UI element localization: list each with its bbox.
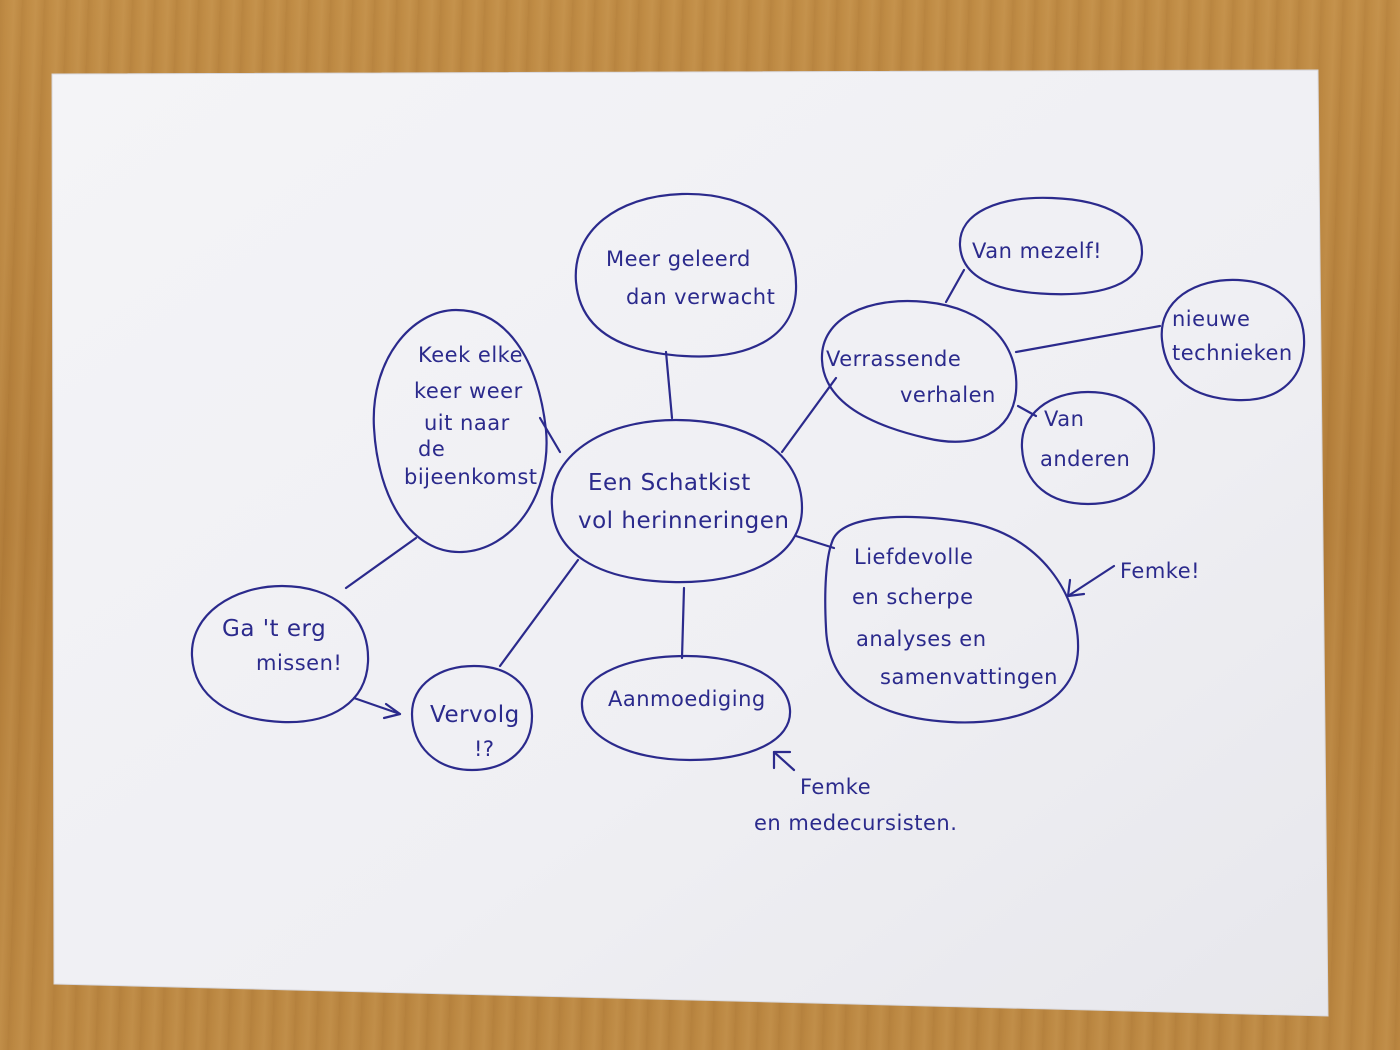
bubble-gaterg xyxy=(190,584,370,724)
bubble-center xyxy=(550,418,804,584)
paper-background xyxy=(51,69,1329,1017)
femke-bottom-line2: en medecursisten. xyxy=(754,811,957,835)
bubble-vervolg xyxy=(410,664,534,772)
connector-center-liefdevolle xyxy=(794,534,836,550)
keek-elke-line4: de xyxy=(418,437,445,461)
aanmoediging-line1: Aanmoediging xyxy=(608,687,766,711)
arrow-femke-bottom xyxy=(772,750,796,772)
bubble-nieuwe xyxy=(1160,278,1306,402)
meer-geleerd-line2: dan verwacht xyxy=(626,285,775,309)
bubble-liefdevolle xyxy=(824,515,1080,724)
bubble-verrassende xyxy=(820,300,1018,443)
meer-geleerd-line1: Meer geleerd xyxy=(606,247,751,271)
arrow-gaterg-vervolg xyxy=(352,696,402,716)
verrassende-line2: verhalen xyxy=(900,383,996,407)
bubbles xyxy=(190,192,1306,772)
keek-elke-line3: uit naar xyxy=(424,411,510,435)
van-mezelf-line1: Van mezelf! xyxy=(972,239,1102,263)
bubble-aanmoediging xyxy=(580,654,792,762)
connector-center-keek xyxy=(538,416,562,454)
nieuwe-line1: nieuwe xyxy=(1172,307,1250,331)
arrow-femke-bottom-head xyxy=(772,750,792,770)
connector-verrassende-nieuwe xyxy=(1014,324,1162,354)
keek-elke-line2: keer weer xyxy=(414,379,523,403)
verrassende-line1: Verrassende xyxy=(826,347,961,371)
gaterg-line1: Ga 't erg xyxy=(222,616,326,642)
bubble-van-anderen xyxy=(1020,390,1156,506)
connector-keek-gaterg xyxy=(344,536,418,590)
gaterg-line2: missen! xyxy=(256,651,342,675)
bubble-meer-geleerd xyxy=(574,192,798,358)
van-anderen-line2: anderen xyxy=(1040,447,1130,471)
connector-center-aanmoediging xyxy=(680,586,686,660)
femke-bottom-line1: Femke xyxy=(800,775,871,799)
center-text-line1: Een Schatkist xyxy=(588,470,751,496)
van-anderen-line1: Van xyxy=(1044,407,1084,431)
liefdevolle-line4: samenvattingen xyxy=(880,665,1058,689)
connector-center-vervolg xyxy=(498,558,580,668)
arrow-gaterg-vervolg-head xyxy=(382,702,402,720)
keek-elke-line5: bijeenkomst xyxy=(404,465,538,489)
vervolg-line1: Vervolg xyxy=(430,702,520,728)
femke-right-annotation: Femke! xyxy=(1120,559,1200,583)
bubble-keek-elke xyxy=(372,308,548,554)
vervolg-line2: !? xyxy=(474,737,495,761)
nieuwe-line2: technieken xyxy=(1172,341,1293,365)
handwritten-text: Een Schatkist vol herinneringen Meer gel… xyxy=(222,239,1293,835)
liefdevolle-line3: analyses en xyxy=(856,627,987,651)
liefdevolle-line1: Liefdevolle xyxy=(854,545,973,569)
connector-lines xyxy=(344,268,1162,772)
arrow-femke-right xyxy=(1066,564,1116,598)
arrow-femke-right-head xyxy=(1066,578,1086,598)
keek-elke-line1: Keek elke xyxy=(418,343,523,367)
connector-verrassende-mezelf xyxy=(944,268,966,304)
connector-center-verrassende xyxy=(780,376,838,454)
center-text-line2: vol herinneringen xyxy=(578,508,790,534)
connector-center-meer xyxy=(664,350,674,420)
liefdevolle-line2: en scherpe xyxy=(852,585,974,609)
bubble-van-mezelf xyxy=(958,196,1144,296)
